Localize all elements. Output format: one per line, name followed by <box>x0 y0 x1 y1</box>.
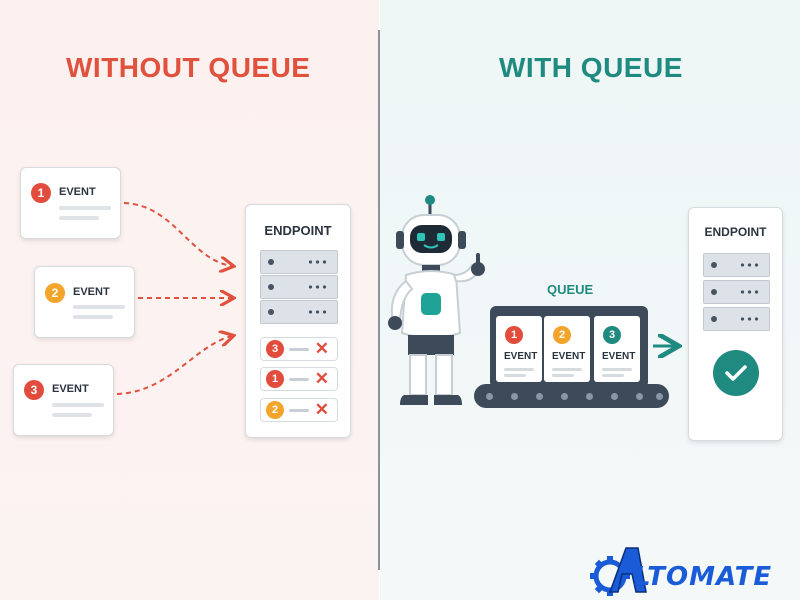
event-label: EVENT <box>59 186 96 198</box>
event-label: EVENT <box>73 286 110 298</box>
server-unit <box>703 307 770 331</box>
endpoint-title: ENDPOINT <box>704 225 767 239</box>
placeholder-line <box>73 305 125 309</box>
x-icon: ✕ <box>314 369 329 388</box>
server-unit <box>260 250 338 274</box>
event-card-2: 2 EVENT <box>34 266 135 338</box>
event-label: EVENT <box>602 351 636 362</box>
arrow-event-1 <box>123 202 232 266</box>
queue-item-2: 2 EVENT <box>544 316 590 382</box>
placeholder-line <box>59 216 99 220</box>
server-unit <box>260 275 338 299</box>
event-number-badge: 1 <box>31 183 51 203</box>
queue-item-3: 3 EVENT <box>594 316 640 382</box>
placeholder-line <box>73 315 113 319</box>
failed-event-row: 3 ✕ <box>260 337 338 361</box>
placeholder-line <box>52 413 92 417</box>
altomate-logo: A LTOMATE <box>588 540 798 600</box>
endpoint-title: ENDPOINT <box>264 223 332 238</box>
without-queue-heading: WITHOUT QUEUE <box>66 52 311 83</box>
failed-event-row: 1 ✕ <box>260 367 338 391</box>
check-icon <box>713 350 759 396</box>
server-unit <box>703 253 770 277</box>
svg-text:A: A <box>588 544 589 545</box>
x-icon: ✕ <box>314 339 329 358</box>
with-queue-heading: WITH QUEUE <box>499 52 683 83</box>
gear-icon: A <box>588 544 647 596</box>
event-number-badge: 1 <box>505 326 523 344</box>
server-unit <box>703 280 770 304</box>
event-number-badge: 3 <box>603 326 621 344</box>
failed-event-row: 2 ✕ <box>260 398 338 422</box>
queue-label: QUEUE <box>547 282 594 297</box>
conveyor-belt <box>474 384 669 408</box>
event-card-3: 3 EVENT <box>13 364 114 436</box>
placeholder-line <box>59 206 111 210</box>
panel-divider <box>378 30 380 570</box>
event-number-badge: 3 <box>24 380 44 400</box>
endpoint-left: ENDPOINT 3 ✕ 1 ✕ 2 ✕ <box>245 204 351 438</box>
event-number-badge: 2 <box>45 283 65 303</box>
queue-item-1: 1 EVENT <box>496 316 542 382</box>
event-label: EVENT <box>52 383 89 395</box>
event-label: EVENT <box>552 351 586 362</box>
robot-illustration <box>388 195 485 405</box>
placeholder-line <box>52 403 104 407</box>
event-number-badge: 2 <box>553 326 571 344</box>
x-icon: ✕ <box>314 400 329 419</box>
endpoint-right: ENDPOINT <box>688 207 783 441</box>
event-number-badge: 1 <box>266 370 284 388</box>
server-unit <box>260 300 338 324</box>
event-card-1: 1 EVENT <box>20 167 121 239</box>
arrow-event-3 <box>116 336 232 395</box>
event-label: EVENT <box>504 351 538 362</box>
event-number-badge: 3 <box>266 340 284 358</box>
event-number-badge: 2 <box>266 401 284 419</box>
logo-text: LTOMATE <box>634 562 773 592</box>
